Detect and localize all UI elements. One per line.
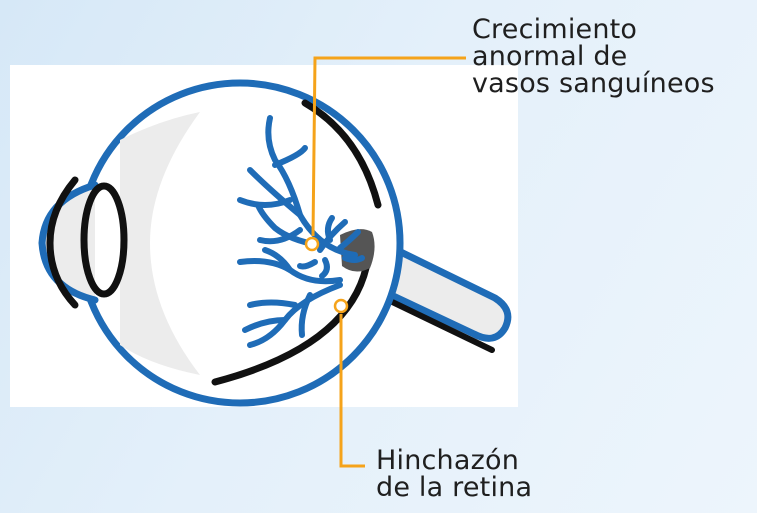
label-line: anormal de [472,43,715,70]
neovascularization-marker [306,238,318,250]
label-line: vasos sanguíneos [472,70,715,97]
label-line: Hinchazón [376,447,532,474]
label-line: de la retina [376,474,532,501]
neovascularization-label: Crecimiento anormal de vasos sanguíneos [472,16,715,97]
swelling-marker [335,300,347,312]
label-line: Crecimiento [472,16,715,43]
retinal-swelling-label: Hinchazón de la retina [376,447,532,501]
